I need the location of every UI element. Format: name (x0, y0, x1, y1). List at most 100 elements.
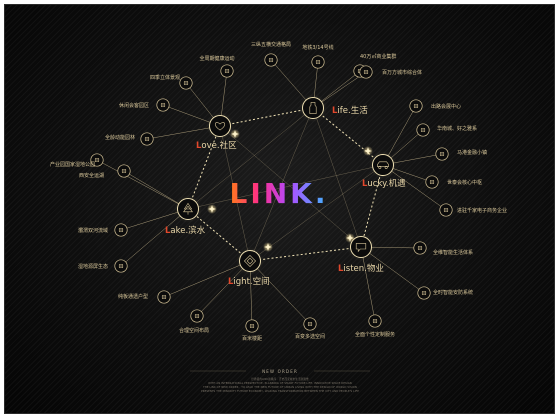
building-icon (363, 69, 369, 75)
footer-line-2: WITH AN INTERNATIONAL PERSPECTIVE, PLANN… (208, 381, 352, 385)
node-lake-15 (114, 223, 128, 237)
family-icon (144, 136, 150, 142)
tree-icon (182, 202, 194, 215)
footer-line-3: THE LINK OF NEW ORDER · TO LEAD THE NEW … (203, 385, 357, 389)
layout-icon (194, 313, 200, 319)
distance-icon (249, 323, 255, 329)
bank-icon (439, 151, 445, 157)
node-love-6 (156, 98, 170, 112)
node-life-0 (264, 53, 278, 67)
node-label: 华南城、好之雅系 (437, 125, 477, 132)
cross-link-life-light (249, 107, 314, 262)
node-label: 百米楼距 (242, 335, 262, 342)
node-label: 休闲会客园区 (119, 102, 149, 109)
node-label: 世泰会核心中枢 (447, 179, 482, 186)
node-lucky-10 (435, 147, 449, 161)
hub-label-lake: Lake.滨水 (165, 225, 206, 236)
node-light-18 (190, 309, 204, 323)
node-label: 百变多选空间 (295, 333, 325, 340)
node-label: 纯板通透户型 (118, 293, 148, 300)
ring-lucky-listen (360, 164, 384, 248)
node-listen-21 (413, 241, 427, 255)
bench-icon (160, 102, 166, 108)
car-icon (377, 161, 389, 169)
node-label: 40万㎡商业集群 (360, 53, 396, 60)
hub-initial: L (196, 141, 202, 151)
bottle-icon (309, 102, 317, 114)
node-lucky-8 (409, 99, 423, 113)
node-label: 全时智能安防系统 (433, 289, 473, 296)
cross-link-life-listen (312, 107, 362, 248)
connector-lake-13 (96, 159, 189, 210)
cube-icon (307, 321, 313, 327)
footer-heading: NEW ORDER (262, 369, 298, 374)
connector-light-20 (249, 260, 311, 325)
node-lucky-12 (439, 203, 453, 217)
node-label: 百万方城市综合体 (382, 69, 422, 76)
hub-label-lucky: Lucky.机遇 (362, 178, 406, 189)
node-listen-23 (368, 314, 382, 328)
window-icon (161, 294, 167, 300)
node-lake-16 (114, 259, 128, 273)
node-lake-14 (117, 164, 131, 178)
smart-home-icon (417, 245, 423, 251)
hub-nodes: Life.生活Love.社区Lucky.机遇Lake.滨水Light.空间Lis… (165, 94, 406, 287)
hub-label-listen: Listen.物业 (338, 263, 384, 274)
center-title: LINK. (229, 177, 328, 210)
node-listen-22 (417, 286, 431, 300)
hub-title: isten.物业 (343, 263, 383, 274)
runner-icon (224, 68, 230, 74)
node-label: 产业园国家湿地公园 (50, 161, 95, 168)
chat-icon (355, 243, 367, 253)
hub-title: ake.滨水 (170, 225, 205, 236)
hub-initial: L (332, 106, 338, 116)
node-label: 进驻千家电子商务企业 (457, 207, 507, 214)
node-love-4 (220, 64, 234, 78)
hub-listen (347, 233, 375, 261)
leaf-icon (118, 263, 124, 269)
ring-love-life (219, 107, 314, 127)
connector-lake-16 (120, 208, 189, 267)
dark-background-panel (4, 4, 555, 414)
node-light-20 (303, 317, 317, 331)
road-icon (268, 57, 274, 63)
cross-link-life-lake (187, 107, 314, 210)
node-love-5 (179, 76, 193, 90)
hub-light (236, 247, 264, 275)
hub-title: ucky.机遇 (367, 178, 406, 189)
footer-line-1: 世界级的LINK新秩序 · 开启西安城市生活新篇章 (251, 377, 309, 381)
cross-link-love-light (219, 125, 251, 262)
node-love-7 (140, 132, 154, 146)
city-icon (420, 127, 426, 133)
node-label: 三纵五横交通格局 (251, 41, 291, 48)
expo-icon (413, 103, 419, 109)
node-lake-13 (90, 153, 104, 167)
hub-initial: L (362, 179, 368, 189)
hub-label-love: Love.社区 (196, 140, 237, 151)
hub-title: ove.社区 (201, 140, 237, 151)
ring-listen-light (249, 246, 362, 262)
node-light-19 (245, 319, 259, 333)
node-label: 全维智能生活体系 (433, 249, 473, 256)
hub-initial: L (228, 277, 234, 287)
node-label: 出路会展中心 (431, 103, 461, 110)
flower-icon (183, 80, 189, 86)
connector-light-17 (163, 260, 251, 298)
river-icon (118, 227, 124, 233)
metro-icon (315, 59, 321, 65)
node-label: 全龄动能园林 (105, 134, 135, 141)
node-life-3 (359, 65, 373, 79)
node-label: 全面个性定制服务 (355, 331, 395, 338)
node-label: 西安全运湖 (79, 172, 104, 179)
hub-icon (429, 179, 435, 185)
hub-lucky (369, 151, 397, 179)
node-lucky-9 (416, 123, 430, 137)
diamond-icon (243, 254, 257, 268)
hub-love (206, 112, 234, 140)
cart-icon (443, 207, 449, 213)
node-light-17 (157, 290, 171, 304)
node-lucky-11 (425, 175, 439, 189)
node-label: 四季立体景观 (150, 74, 180, 81)
